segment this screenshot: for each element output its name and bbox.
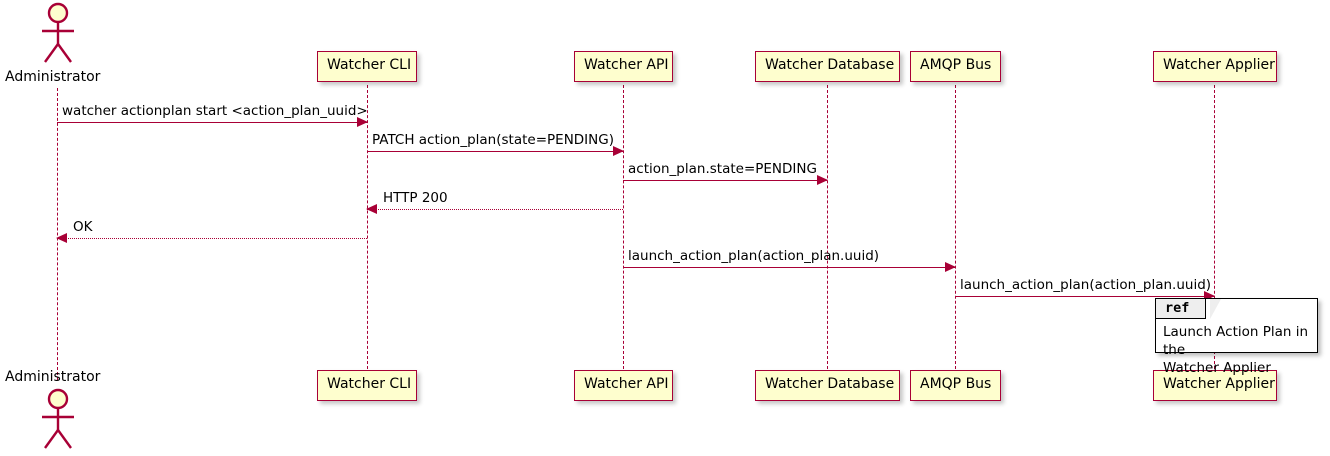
actor-administrator-bottom-icon: [32, 388, 84, 456]
lifeline-watcher-database: [827, 85, 828, 369]
arrow-head-icon: [366, 204, 377, 214]
lifeline-amqp-bus: [955, 85, 956, 369]
message-line: [57, 238, 367, 239]
participant-watcher-api-top[interactable]: Watcher API: [574, 51, 673, 82]
actor-label-administrator-bottom: Administrator: [5, 369, 101, 385]
message-label: watcher actionplan start <action_plan_uu…: [62, 103, 368, 120]
participant-watcher-api-bottom[interactable]: Watcher API: [574, 370, 673, 401]
ref-fragment-fold-icon: [1210, 299, 1221, 319]
ref-fragment-text: Launch Action Plan in the Watcher Applie…: [1163, 324, 1309, 377]
lifeline-watcher-applier: [1214, 85, 1215, 369]
message-line: [367, 151, 623, 152]
arrow-head-icon: [1204, 291, 1215, 301]
arrow-head-icon: [817, 175, 828, 185]
ref-fragment-tag: ref: [1156, 299, 1207, 319]
lifeline-watcher-cli: [367, 85, 368, 369]
participant-watcher-database-bottom[interactable]: Watcher Database: [755, 370, 900, 401]
participant-amqp-bus-bottom[interactable]: AMQP Bus: [910, 370, 1001, 401]
participant-amqp-bus-top[interactable]: AMQP Bus: [910, 51, 1001, 82]
actor-administrator-top-icon: [32, 2, 84, 70]
arrow-head-icon: [945, 262, 956, 272]
participant-watcher-cli-bottom[interactable]: Watcher CLI: [317, 370, 417, 401]
message-line: [623, 267, 955, 268]
message-line: [955, 296, 1214, 297]
message-label: OK: [73, 219, 93, 236]
message-label: PATCH action_plan(state=PENDING): [372, 132, 614, 149]
arrow-head-icon: [613, 146, 624, 156]
arrow-head-icon: [56, 233, 67, 243]
message-label: launch_action_plan(action_plan.uuid): [628, 248, 880, 265]
participant-watcher-applier-top[interactable]: Watcher Applier: [1153, 51, 1277, 82]
participant-watcher-cli-top[interactable]: Watcher CLI: [317, 51, 417, 82]
lifeline-watcher-api: [623, 85, 624, 369]
message-line: [367, 209, 623, 210]
ref-fragment: ref Launch Action Plan in the Watcher Ap…: [1155, 298, 1318, 376]
arrow-head-icon: [357, 117, 368, 127]
message-line: [623, 180, 827, 181]
actor-label-administrator-top: Administrator: [5, 69, 101, 85]
message-label: HTTP 200: [383, 190, 448, 207]
participant-watcher-applier-bottom[interactable]: Watcher Applier: [1153, 370, 1277, 401]
message-label: action_plan.state=PENDING: [628, 161, 817, 178]
message-line: [57, 122, 367, 123]
message-label: launch_action_plan(action_plan.uuid): [960, 277, 1212, 294]
participant-watcher-database-top[interactable]: Watcher Database: [755, 51, 900, 82]
